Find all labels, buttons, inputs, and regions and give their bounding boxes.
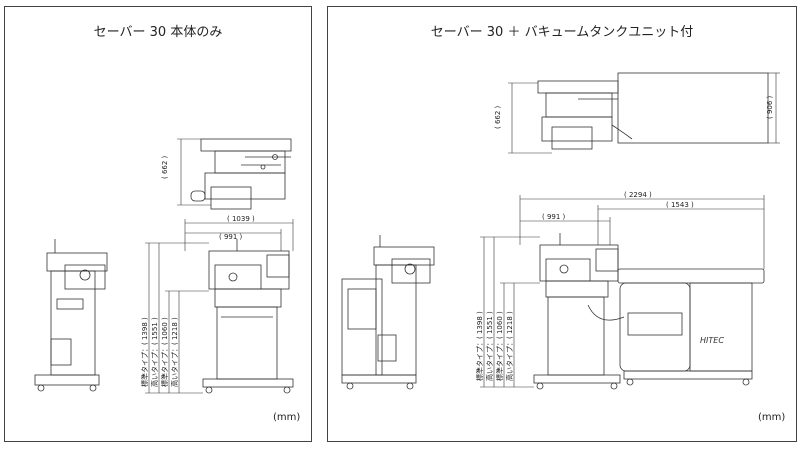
right-dim-width-body: ( 991 ) xyxy=(542,213,566,221)
left-drawing: ( 662 ) ( 1039 ) ( 991 ) 標準タイプ：( 1398 ) … xyxy=(34,138,294,394)
right-panel: セーバー 30 ＋ バキュームタンクユニット付 (mm) xyxy=(327,6,797,442)
left-side-view xyxy=(34,239,108,392)
right-front-view xyxy=(533,233,765,390)
right-side-view xyxy=(341,235,435,390)
right-unit-label: (mm) xyxy=(758,412,786,423)
left-dim-width-body: ( 991 ) xyxy=(219,233,243,241)
left-panel: セーバー 30 本体のみ (mm) xyxy=(4,6,312,442)
left-dim-height-2: 標準タイプ：( 1060 ) xyxy=(160,317,169,387)
left-dim-depth: ( 662 ) xyxy=(161,155,169,179)
left-dim-height-0: 標準タイプ：( 1398 ) xyxy=(140,317,149,387)
right-top-view xyxy=(537,72,769,150)
right-dim-height-3: 高いタイプ：( 1218 ) xyxy=(505,311,514,381)
left-dim-height-3: 高いタイプ：( 1218 ) xyxy=(170,317,179,387)
right-panel-title: セーバー 30 ＋ バキュームタンクユニット付 xyxy=(430,25,694,40)
left-dim-height-1: 高いタイプ：( 1551 ) xyxy=(150,317,159,387)
right-dim-height-1: 高いタイプ：( 1551 ) xyxy=(485,311,494,381)
right-dim-depth-tank: ( 906 ) xyxy=(766,95,774,119)
right-brand-label: HITEC xyxy=(700,336,724,345)
left-top-view xyxy=(190,138,292,210)
right-dim-height-0: 標準タイプ：( 1398 ) xyxy=(475,311,484,381)
right-dim-width-tank: ( 1543 ) xyxy=(666,201,694,209)
left-front-view xyxy=(202,239,294,394)
left-unit-label: (mm) xyxy=(273,412,301,423)
right-drawing: ( 662 ) ( 906 ) ( 2294 ) ( 1543 ) ( 991 … xyxy=(341,72,780,390)
right-dim-depth: ( 662 ) xyxy=(494,105,502,129)
left-panel-title: セーバー 30 本体のみ xyxy=(93,25,223,40)
right-dim-height-2: 標準タイプ：( 1060 ) xyxy=(495,311,504,381)
right-dim-width-total: ( 2294 ) xyxy=(624,191,652,199)
left-dim-width-overall: ( 1039 ) xyxy=(227,215,255,223)
